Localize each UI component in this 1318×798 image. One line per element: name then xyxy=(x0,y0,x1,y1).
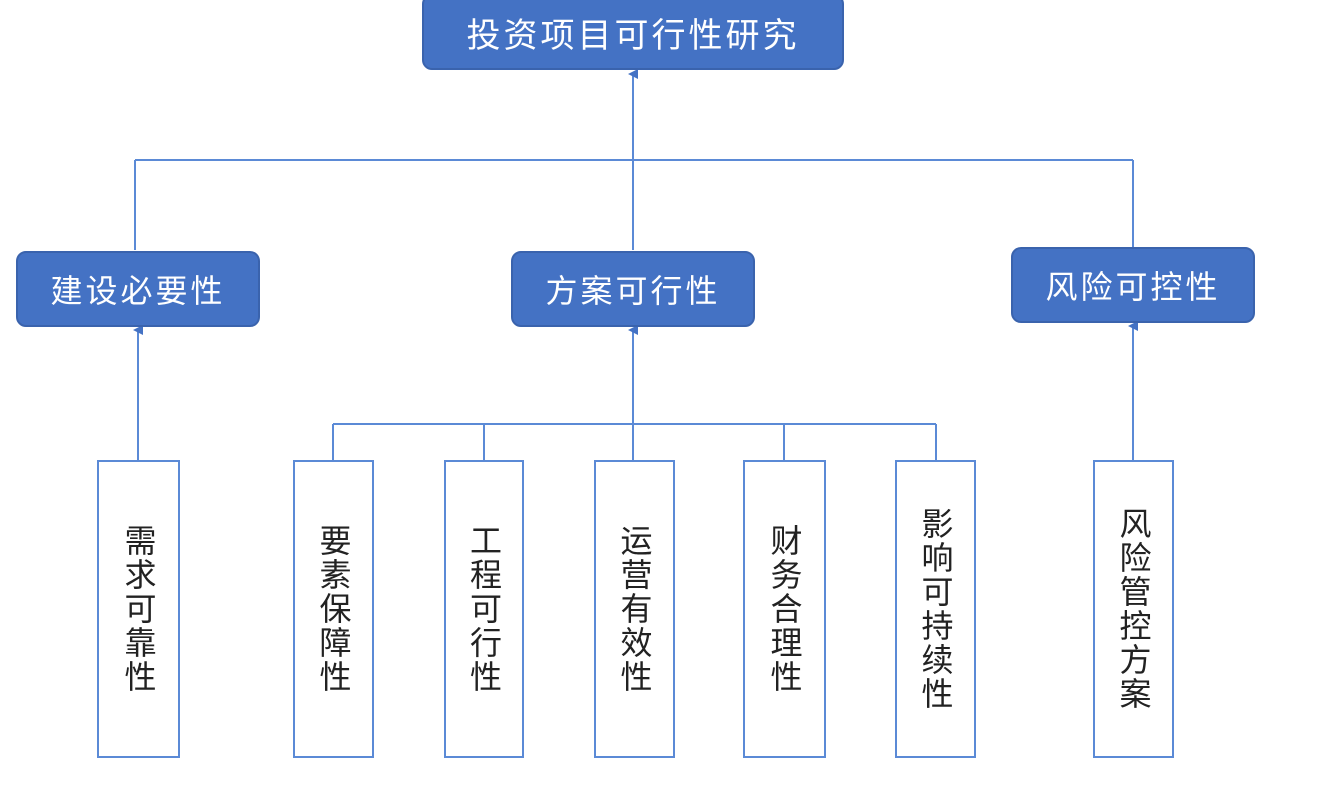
root-label: 投资项目可行性研究 xyxy=(466,15,800,56)
leaf-label: 要素保障性 xyxy=(314,524,353,694)
leaf-label: 影响可持续性 xyxy=(916,507,955,711)
leaf-label: 财务合理性 xyxy=(765,524,804,694)
category-label: 方案可行性 xyxy=(545,272,721,310)
leaf-risk-control-plan: 风险管控方案 xyxy=(1093,460,1174,758)
leaf-label: 工程可行性 xyxy=(465,524,503,694)
category-construction-necessity: 建设必要性 xyxy=(16,251,260,327)
category-label: 风险可控性 xyxy=(1045,268,1221,306)
leaf-label: 风险管控方案 xyxy=(1114,507,1153,711)
leaf-financial-rationality: 财务合理性 xyxy=(743,460,826,758)
root-node: 投资项目可行性研究 xyxy=(422,0,844,70)
category-label: 建设必要性 xyxy=(50,272,226,310)
category-risk-controllability: 风险可控性 xyxy=(1011,247,1255,323)
leaf-label: 需求可靠性 xyxy=(119,524,158,694)
category-plan-feasibility: 方案可行性 xyxy=(511,251,755,327)
leaf-label: 运营有效性 xyxy=(615,524,654,694)
leaf-factor-guarantee: 要素保障性 xyxy=(293,460,374,758)
leaf-engineering-feasibility: 工程可行性 xyxy=(444,460,524,758)
leaf-operation-effectiveness: 运营有效性 xyxy=(594,460,675,758)
leaf-impact-sustainability: 影响可持续性 xyxy=(895,460,976,758)
leaf-demand-reliability: 需求可靠性 xyxy=(97,460,180,758)
